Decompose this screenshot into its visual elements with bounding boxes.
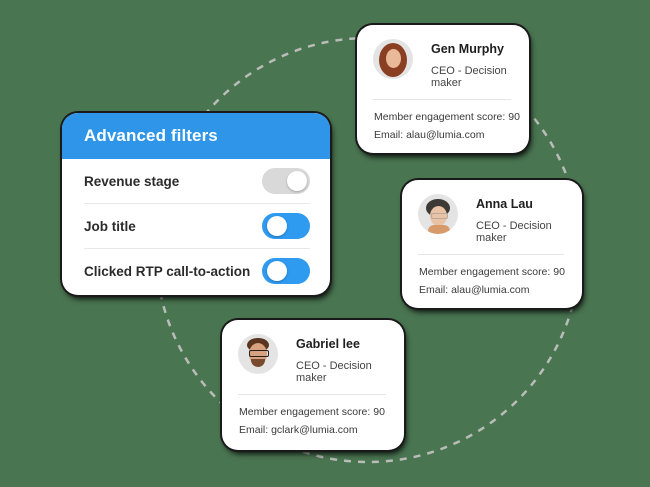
filter-label: Job title [84,218,136,234]
filter-row-revenue-stage: Revenue stage [84,159,310,204]
person-name: Gabriel lee [296,337,360,351]
person-role: CEO - Decision maker [431,65,507,89]
person-name: Gen Murphy [431,42,504,56]
advanced-filters-panel: Advanced filters Revenue stage Job title… [62,113,330,295]
filter-label: Revenue stage [84,173,180,189]
filter-row-job-title: Job title [84,204,310,249]
revenue-stage-toggle[interactable] [262,168,310,194]
man-glasses-beard-avatar-icon [238,334,278,374]
engagement-score: Member engagement score: 90 [239,406,385,418]
filters-title: Advanced filters [84,126,218,145]
email: Email: gclark@lumia.com [239,424,358,436]
engagement-score: Member engagement score: 90 [419,266,565,278]
email: Email: alau@lumia.com [419,284,530,296]
person-card-anna-lau[interactable]: Anna Lau CEO - Decision maker Member eng… [402,180,582,308]
email: Email: alau@lumia.com [374,129,485,141]
person-role: CEO - Decision maker [296,360,372,384]
divider [373,99,511,100]
toggle-knob [267,261,287,281]
toggle-knob [267,216,287,236]
woman-curly-hair-avatar-icon [373,39,413,79]
person-name: Anna Lau [476,197,533,211]
divider [418,254,564,255]
person-role: CEO - Decision maker [476,220,552,244]
job-title-toggle[interactable] [262,213,310,239]
person-card-gabriel-lee[interactable]: Gabriel lee CEO - Decision maker Member … [222,320,404,450]
engagement-score: Member engagement score: 90 [374,111,520,123]
toggle-knob [287,171,307,191]
filter-label: Clicked RTP call-to-action [84,263,251,279]
filter-row-clicked-rtp: Clicked RTP call-to-action [84,249,310,293]
clicked-rtp-toggle[interactable] [262,258,310,284]
filters-header: Advanced filters [62,113,330,159]
divider [238,394,386,395]
woman-glasses-avatar-icon [418,194,458,234]
person-card-gen-murphy[interactable]: Gen Murphy CEO - Decision maker Member e… [357,25,529,153]
